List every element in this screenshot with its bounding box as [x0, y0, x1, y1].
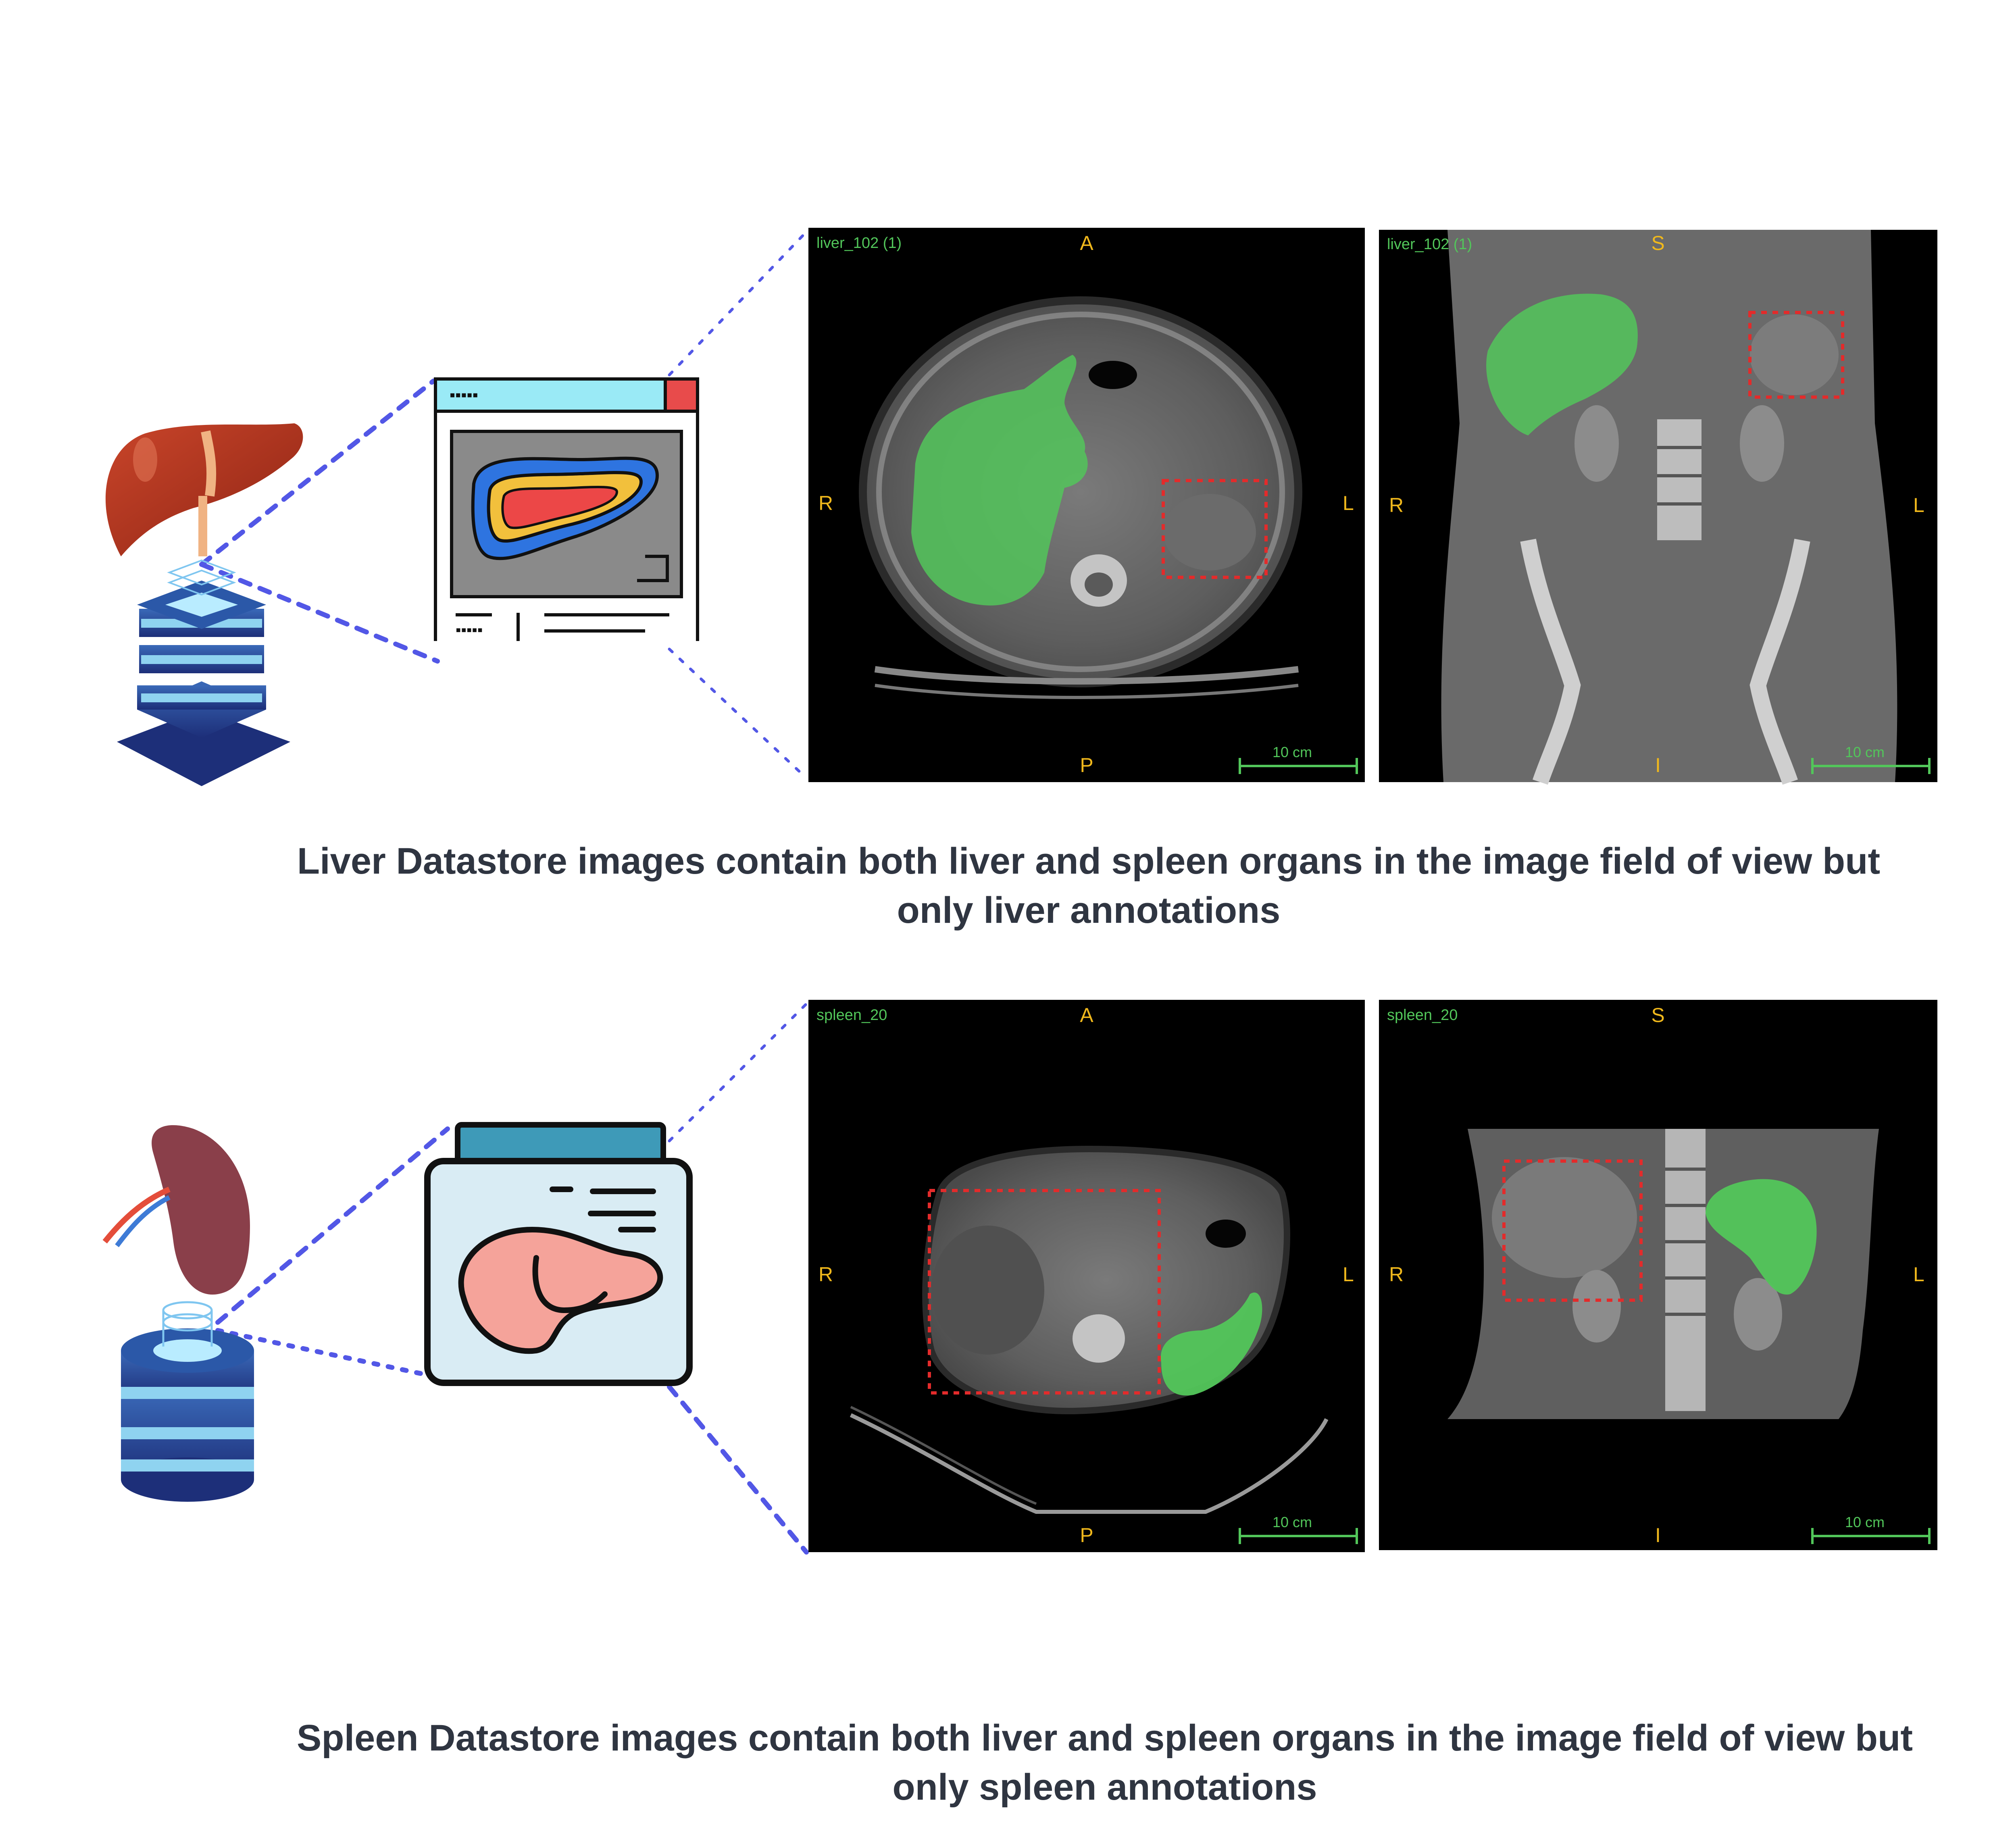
- svg-text:▪▪▪▪▪: ▪▪▪▪▪: [450, 386, 478, 404]
- orientation-left: R: [1389, 1263, 1404, 1286]
- orientation-left: R: [818, 1263, 833, 1286]
- connector-spleen-viewer-top: [215, 1126, 450, 1325]
- scale-bar: 10 cm: [1811, 744, 1931, 774]
- orientation-right: L: [1913, 1263, 1924, 1286]
- spleen-organ-icon: [102, 1125, 250, 1295]
- liver-coronal-spleen-box: [1748, 311, 1844, 399]
- scale-label: 10 cm: [1272, 1514, 1312, 1530]
- liver-coronal-ct-panel: liver_102 (1) S I R L 10 cm: [1379, 230, 1937, 785]
- orientation-bottom: I: [1655, 754, 1661, 776]
- ultrasound-monitor-icon: [424, 1122, 693, 1386]
- caption-line: only liver annotations: [897, 890, 1281, 931]
- spleen-coronal-ct-panel: spleen_20 S I R L 10 cm: [1379, 1000, 1937, 1550]
- connector-liver-viewer-top: [199, 379, 436, 567]
- scale-label: 10 cm: [1845, 744, 1885, 760]
- scale-label: 10 cm: [1845, 1514, 1885, 1530]
- volume-name: spleen_20: [1387, 1007, 1458, 1024]
- datastore-server-icon: [121, 1301, 254, 1502]
- scale-bar: 10 cm: [1239, 744, 1358, 774]
- orientation-bottom: I: [1655, 1524, 1661, 1547]
- spleen-axial-liver-box: [928, 1189, 1161, 1395]
- scale-label: 10 cm: [1272, 744, 1312, 760]
- spleen-row-caption: Spleen Datastore images contain both liv…: [210, 1713, 2000, 1812]
- connector-spleen-viewer-bottom: [215, 1328, 448, 1381]
- spleen-segmentation-overlay: [1160, 1293, 1262, 1396]
- liver-axial-spleen-box: [1162, 479, 1268, 579]
- scale-bar: 10 cm: [1239, 1514, 1358, 1544]
- spleen-coronal-liver-box: [1502, 1159, 1643, 1302]
- caption-line: only spleen annotations: [892, 1767, 1317, 1808]
- spleen-axial-ct-panel: spleen_20 A P R L 10 cm: [808, 1000, 1365, 1552]
- orientation-top: A: [1080, 1004, 1093, 1026]
- connector-spleen-ct-bottom: [667, 1384, 809, 1555]
- liver-row-caption: Liver Datastore images contain both live…: [194, 837, 1984, 935]
- segmentation-window-icon: ▪▪▪▪▪ ▪▪▪▪▪: [434, 377, 699, 641]
- volume-name: spleen_20: [816, 1007, 887, 1024]
- connector-liver-ct-bottom: [668, 647, 808, 780]
- connector-liver-viewer-bottom: [199, 562, 440, 664]
- orientation-top: S: [1651, 1004, 1664, 1026]
- orientation-top: A: [1080, 232, 1093, 254]
- caption-line: Spleen Datastore images contain both liv…: [297, 1717, 1913, 1759]
- liver-organ-icon: [105, 423, 303, 556]
- datastore-server-icon: [117, 559, 290, 786]
- liver-axial-ct-panel: liver_102 (1) A P R L 10 cm: [808, 228, 1365, 782]
- svg-text:▪▪▪▪▪: ▪▪▪▪▪: [456, 622, 483, 639]
- volume-name: liver_102 (1): [1387, 236, 1472, 253]
- orientation-bottom: P: [1080, 754, 1093, 776]
- spleen-segmentation-overlay: [1706, 1179, 1817, 1295]
- connector-lines: [199, 230, 809, 1555]
- liver-segmentation-overlay: [1486, 293, 1638, 435]
- orientation-right: L: [1343, 492, 1354, 514]
- caption-line: Liver Datastore images contain both live…: [297, 841, 1881, 882]
- liver-segmentation-overlay: [911, 355, 1088, 606]
- connector-liver-ct-top: [668, 230, 808, 377]
- orientation-right: L: [1913, 494, 1924, 516]
- orientation-left: R: [1389, 494, 1404, 516]
- orientation-top: S: [1651, 232, 1664, 254]
- orientation-bottom: P: [1080, 1524, 1093, 1547]
- scale-bar: 10 cm: [1811, 1514, 1931, 1544]
- orientation-right: L: [1343, 1263, 1354, 1286]
- connector-spleen-ct-top: [668, 1002, 808, 1143]
- orientation-left: R: [818, 492, 833, 514]
- volume-name: liver_102 (1): [816, 235, 902, 252]
